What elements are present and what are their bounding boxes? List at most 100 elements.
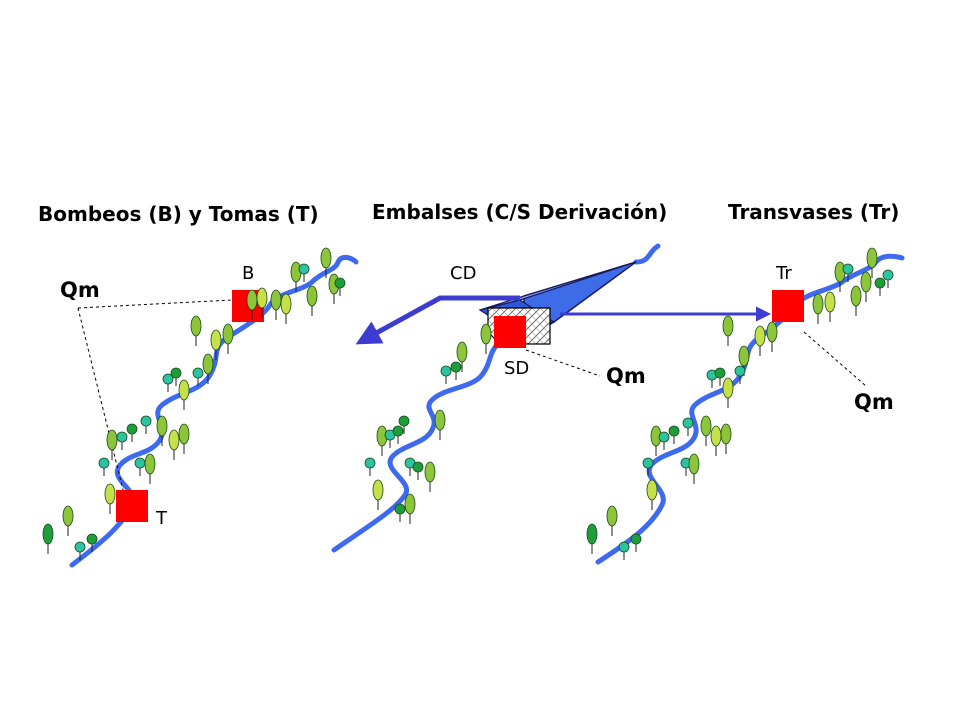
heading-bombeos-tomas: Bombeos (B) y Tomas (T)	[38, 202, 319, 226]
tree	[412, 461, 424, 480]
tree-crown	[140, 415, 152, 427]
river-center	[331, 339, 503, 553]
tree	[606, 505, 618, 536]
tree	[190, 315, 202, 346]
tree-crown	[456, 341, 468, 363]
label-qm-right: Qm	[854, 390, 894, 414]
tree-crown	[202, 353, 214, 375]
tree	[290, 261, 302, 292]
tree	[394, 503, 406, 522]
tree-crown	[392, 425, 404, 437]
tree-crown	[156, 415, 168, 437]
tree-crown	[86, 533, 98, 545]
tree-crown	[630, 533, 642, 545]
tree-crown	[126, 423, 138, 435]
tree	[874, 277, 886, 296]
tree	[734, 365, 746, 384]
tree	[688, 453, 700, 484]
tree	[162, 373, 174, 392]
tree-crown	[824, 291, 836, 313]
tree	[714, 367, 726, 386]
tree-crown	[766, 321, 778, 343]
tree	[170, 367, 182, 386]
tree	[210, 329, 222, 360]
tree-crown	[246, 289, 258, 311]
tree	[586, 523, 598, 554]
tree	[280, 293, 292, 324]
tree-crown	[364, 457, 376, 469]
river-center-upstream	[633, 243, 661, 265]
tree	[618, 541, 630, 560]
tree-crown	[860, 271, 872, 293]
tree-crown	[424, 461, 436, 483]
tree	[700, 415, 712, 446]
label-qm-left: Qm	[60, 278, 100, 302]
tree	[140, 415, 152, 434]
label-sd: SD	[504, 358, 530, 379]
tree-crown	[714, 367, 726, 379]
tree-crown	[298, 263, 310, 275]
tree-crown	[192, 367, 204, 379]
tree-crown	[586, 523, 598, 545]
tree	[754, 325, 766, 356]
tree-crown	[306, 285, 318, 307]
tree-crown	[658, 431, 670, 443]
tree-crown	[434, 409, 446, 431]
tree	[812, 293, 824, 324]
tree	[824, 291, 836, 322]
tree-crown	[334, 277, 346, 289]
tree	[682, 417, 694, 436]
tree-crown	[280, 293, 292, 315]
tree	[178, 423, 190, 454]
label-tr: Tr	[776, 263, 792, 284]
tree	[642, 457, 654, 476]
tree-crown	[62, 505, 74, 527]
tree-crown	[134, 457, 146, 469]
tree	[222, 323, 234, 354]
tree	[144, 453, 156, 484]
tree-crown	[106, 429, 118, 451]
label-qm-center: Qm	[606, 364, 646, 388]
tree-crown	[394, 503, 406, 515]
tree-crown	[404, 493, 416, 515]
tree-crown	[834, 261, 846, 283]
tree	[202, 353, 214, 384]
tree	[178, 379, 190, 410]
tree	[168, 429, 180, 460]
label-cd: CD	[450, 263, 477, 284]
tree-crown	[688, 453, 700, 475]
tree	[126, 423, 138, 442]
tree-crown	[270, 289, 282, 311]
tree-crown	[618, 541, 630, 553]
tree	[42, 523, 54, 554]
tree	[62, 505, 74, 536]
heading-transvases: Transvases (Tr)	[728, 200, 900, 224]
tree	[480, 323, 492, 354]
intake-t	[116, 490, 148, 522]
label-t: T	[156, 508, 167, 529]
tree-crown	[74, 541, 86, 553]
tree-crown	[606, 505, 618, 527]
tree	[850, 285, 862, 316]
tree-crown	[256, 287, 268, 309]
tree-crown	[700, 415, 712, 437]
tree-crown	[320, 247, 332, 269]
tree-crown	[290, 261, 302, 283]
tree-crown	[190, 315, 202, 337]
tree-crown	[710, 425, 722, 447]
tree-crown	[734, 365, 746, 377]
tree	[424, 461, 436, 492]
tree	[456, 341, 468, 372]
tree	[320, 247, 332, 278]
tree-crown	[866, 247, 878, 269]
tree-crown	[178, 423, 190, 445]
leader-lines	[77, 299, 867, 511]
tree	[450, 361, 462, 380]
tree	[392, 425, 404, 444]
dam-outlet-sd	[494, 316, 526, 348]
tree	[134, 457, 146, 476]
tree	[842, 263, 854, 282]
tree	[404, 457, 416, 476]
tree-crown	[412, 461, 424, 473]
